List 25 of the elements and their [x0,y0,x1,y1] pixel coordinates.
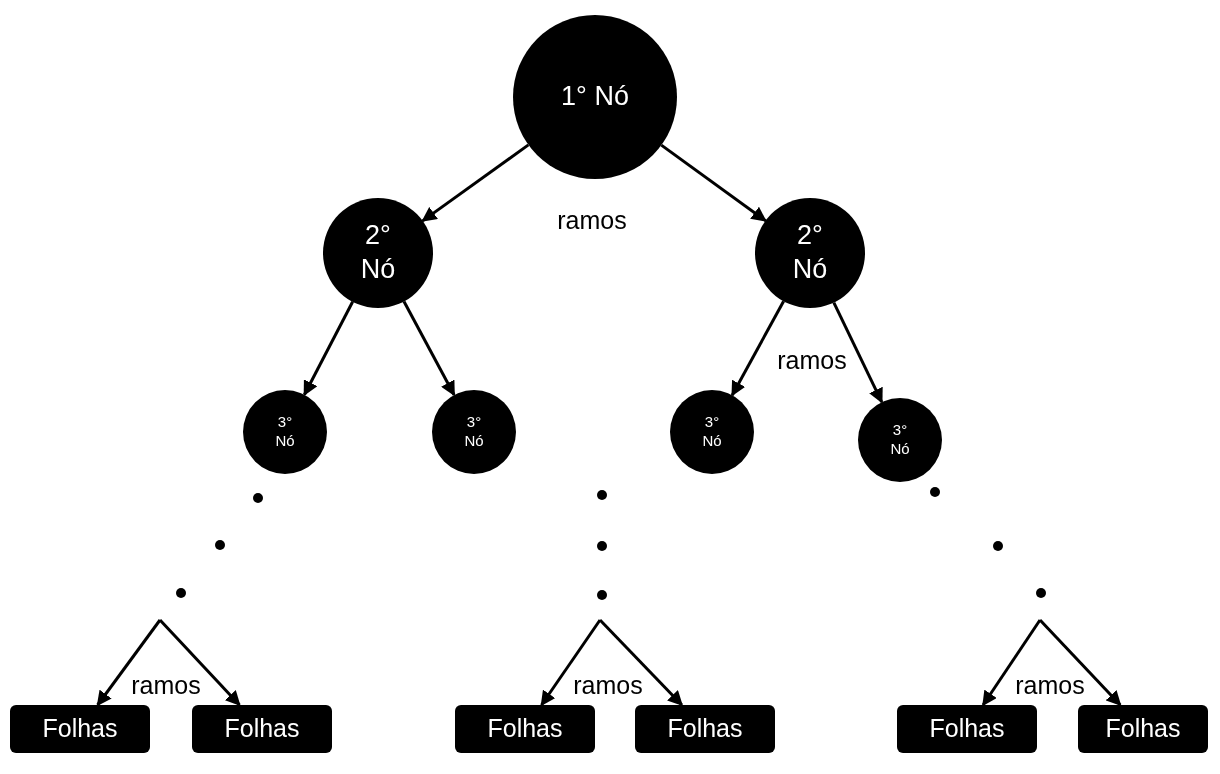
arrow [158,618,241,707]
leaf-box: Folhas [1078,705,1208,753]
node-label: 2° Nó [791,219,829,286]
leaf-box: Folhas [192,705,332,753]
arrow [303,301,354,397]
leaf-box: Folhas [455,705,595,753]
node-label: 3° Nó [463,413,485,451]
arrow [96,619,162,707]
node-label: 3° Nó [889,421,911,459]
arrow [540,619,602,707]
arrow [832,301,884,404]
leaf-box: Folhas [10,705,150,753]
arrow [598,618,683,707]
leaf-box: Folhas [635,705,775,753]
arrow [981,619,1042,707]
node-label: 1° Nó [560,80,630,114]
arrow [402,300,456,397]
arrow [660,143,767,222]
arrow [421,143,530,223]
arrow [730,300,785,397]
node-label: 3° Nó [701,413,723,451]
arrow [1038,618,1122,707]
node-label: 3° Nó [274,413,296,451]
leaf-box: Folhas [897,705,1037,753]
node-label: 2° Nó [359,219,397,286]
